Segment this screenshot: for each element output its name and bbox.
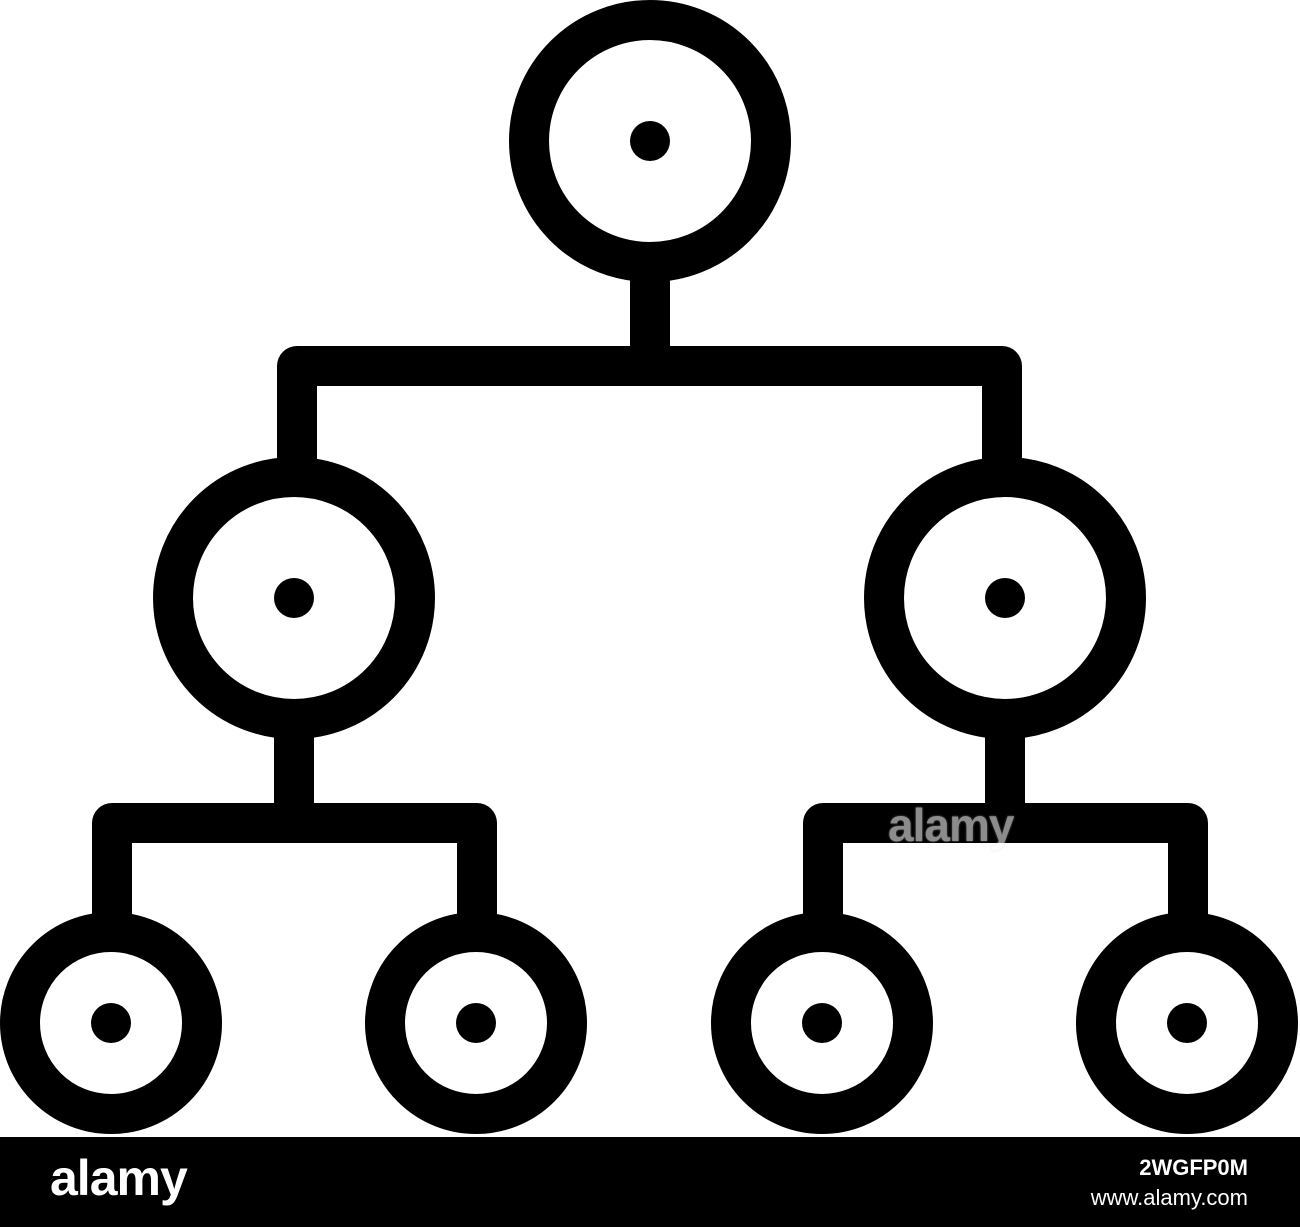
footer-bar: alamy 2WGFP0M www.alamy.com	[0, 1137, 1300, 1227]
alamy-logo: alamy	[50, 1150, 188, 1206]
connector-right	[803, 719, 1208, 932]
hierarchy-tree-icon	[0, 0, 1298, 1134]
image-id: 2WGFP0M	[1139, 1155, 1248, 1180]
node-right-right-dot	[1167, 1003, 1207, 1043]
node-right-left-dot	[802, 1003, 842, 1043]
node-left-dot	[274, 578, 314, 618]
node-left-right-dot	[456, 1003, 496, 1043]
connector-root	[277, 262, 1022, 477]
connector-left	[92, 719, 497, 932]
node-root-dot	[630, 121, 670, 161]
node-left-left-dot	[91, 1003, 131, 1043]
footer-info: 2WGFP0M www.alamy.com	[1091, 1153, 1248, 1213]
footer-url: www.alamy.com	[1090, 1185, 1248, 1210]
node-right-dot	[985, 578, 1025, 618]
